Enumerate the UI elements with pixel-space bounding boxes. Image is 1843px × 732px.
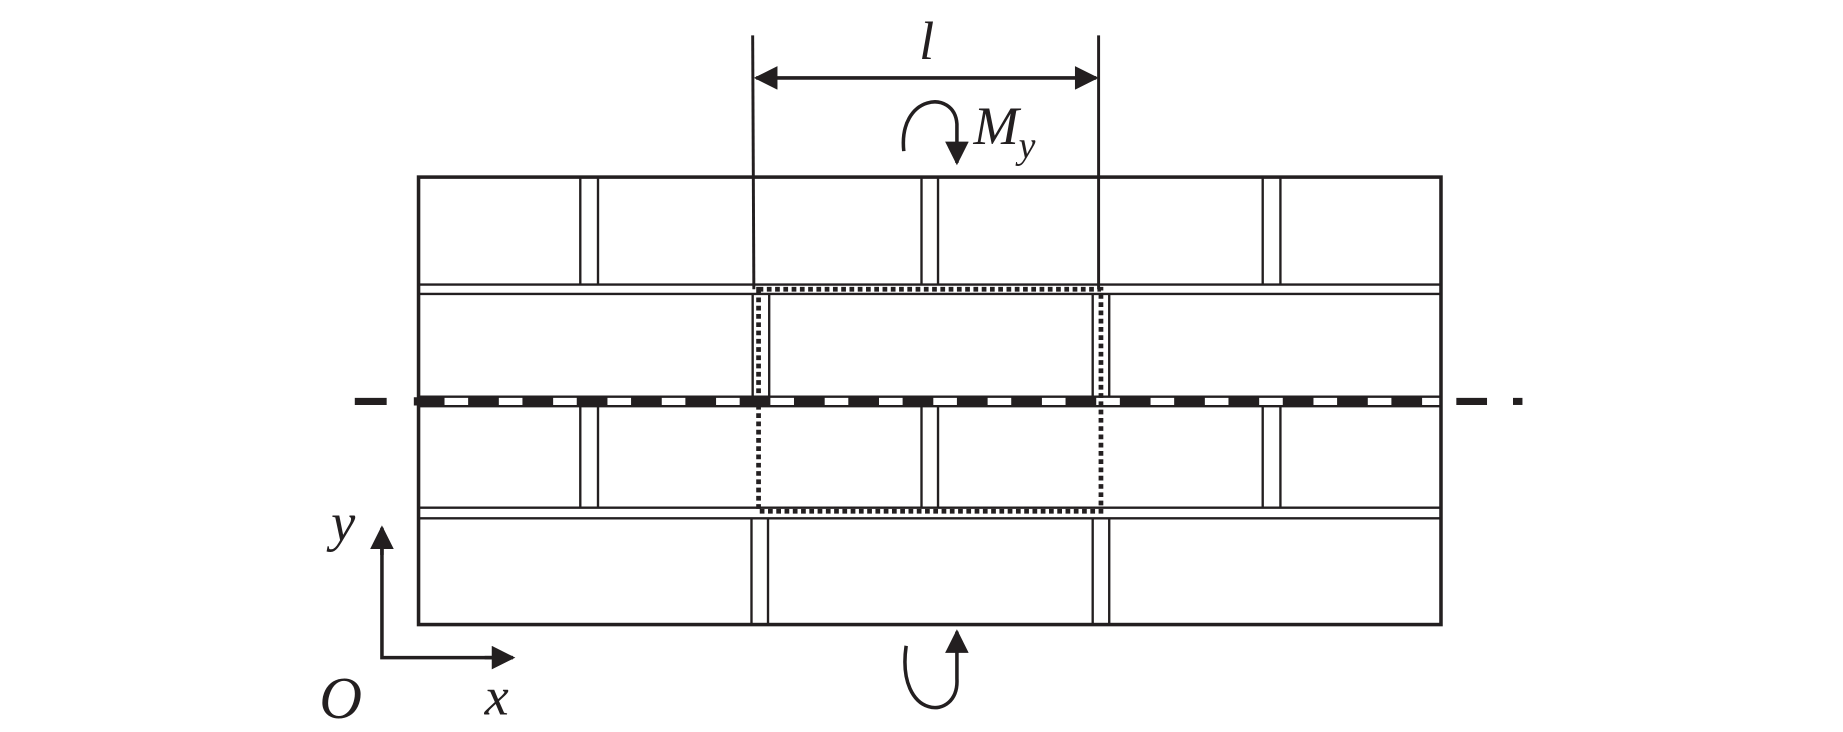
dimension-extension-left [751,35,756,290]
dimension-label-l: l [919,11,934,71]
moment-arrow-top [901,100,969,166]
origin-label: O [319,665,362,731]
moment-label-subscript: y [1015,125,1036,167]
moment-arrow-bottom [903,629,969,710]
head-joints [579,177,1282,625]
moment-label: My [972,96,1035,167]
moment-label-main: M [972,96,1021,156]
bed-joints [418,283,1441,520]
coordinate-axes [380,530,511,660]
axis-y-label: y [326,493,356,553]
axis-x-label: x [484,666,509,726]
